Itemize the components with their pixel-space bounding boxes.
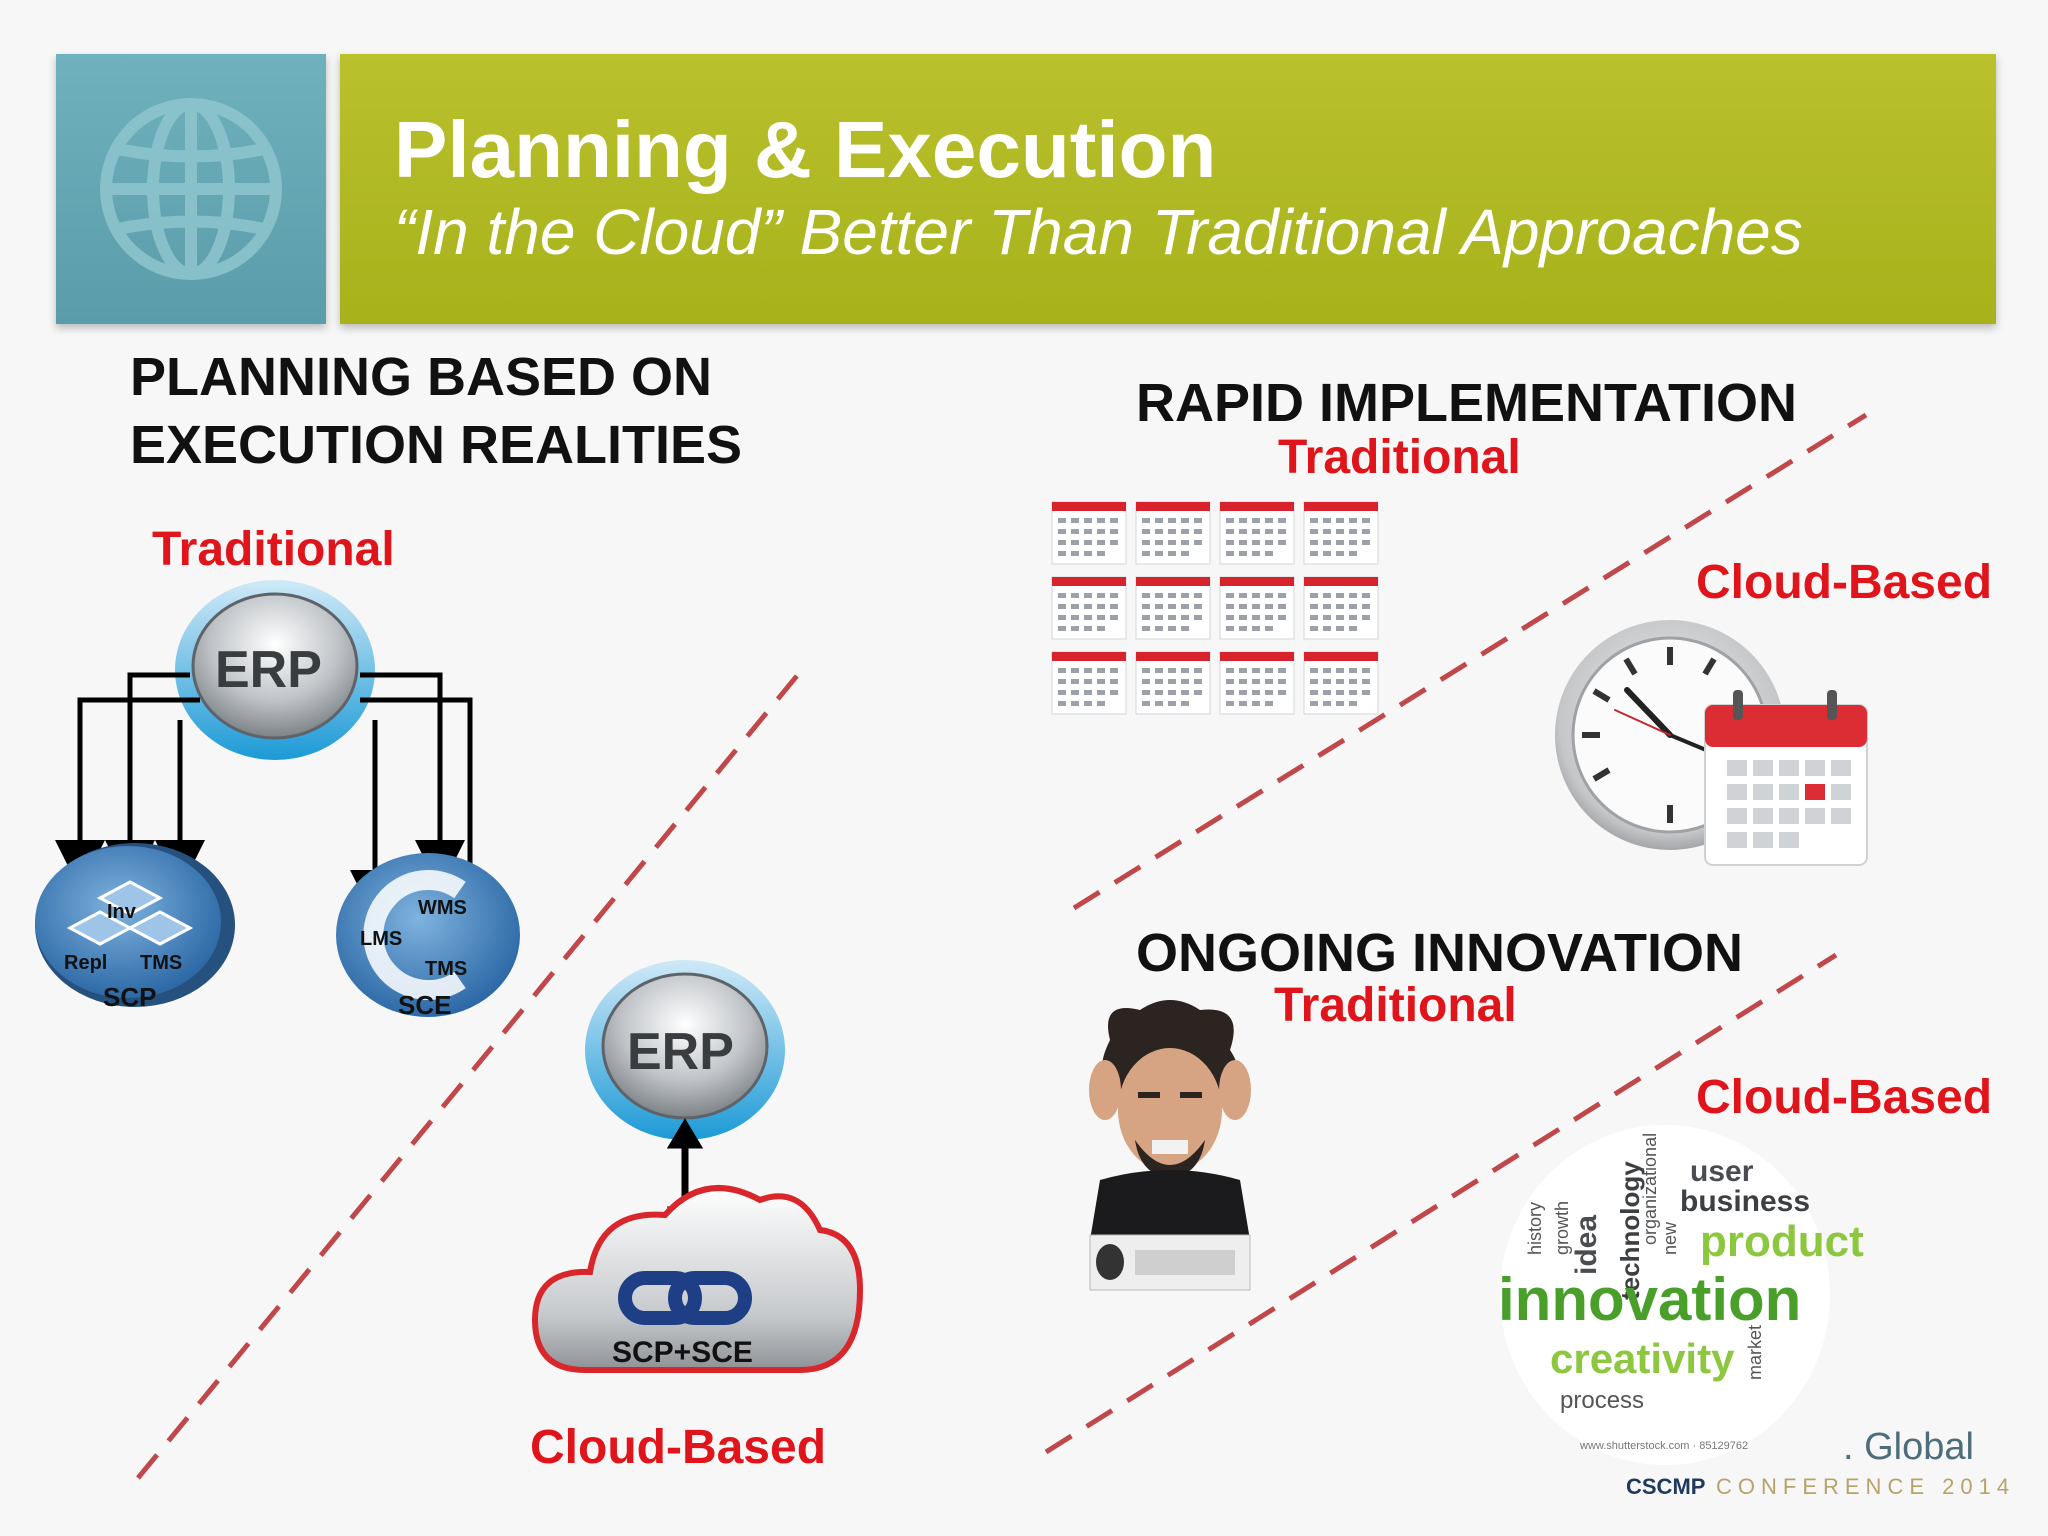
rapid-divider xyxy=(1072,412,1868,911)
erp-sphere-icon xyxy=(175,580,375,760)
scp-item-inv: Inv xyxy=(107,901,136,923)
calendar-grid-icon xyxy=(1051,501,1379,715)
scp-item-tms: TMS xyxy=(140,952,183,974)
globe-icon xyxy=(100,98,282,280)
word-growth: history xyxy=(1525,1201,1545,1255)
cloud-erp-label: ERP xyxy=(627,1023,734,1081)
page-subtitle: “In the Cloud” Better Than Traditional A… xyxy=(394,196,1803,268)
rapid-heading: RAPID IMPLEMENTATION xyxy=(1136,373,1797,433)
footer-brand-event: CONFERENCE 2014 xyxy=(1716,1474,2016,1499)
clock-calendar-icon xyxy=(1555,620,1868,866)
innovation-divider xyxy=(1044,952,1838,1455)
traditional-erp-diagram xyxy=(35,580,520,1017)
cloud-erp-diagram xyxy=(531,960,864,1373)
word-organizational: new xyxy=(1660,1221,1680,1255)
innovation-heading: ONGOING INNOVATION xyxy=(1136,923,1743,983)
frustrated-person-icon xyxy=(1089,1000,1251,1291)
word-history: organizational xyxy=(1640,1132,1660,1245)
globe-logo-box xyxy=(56,54,326,324)
planning-cloud-based-label: Cloud-Based xyxy=(530,1421,827,1474)
title-band xyxy=(340,54,1996,324)
footer-brand-org: CSCMP xyxy=(1626,1474,1706,1499)
word-new: market xyxy=(1745,1324,1765,1380)
chain-link-icon xyxy=(618,1271,752,1325)
erp-label: ERP xyxy=(215,641,322,699)
cloud-box-label: SCP+SCE xyxy=(612,1336,753,1369)
word-cloud-credit: www.shutterstock.com · 85129762 xyxy=(1580,1440,1749,1452)
word-market: business xyxy=(1680,1185,1811,1218)
sce-item-tms: TMS xyxy=(425,958,468,980)
scp-module-icon xyxy=(35,843,235,1007)
sce-label: SCE xyxy=(398,990,452,1020)
word-process: growth xyxy=(1552,1200,1572,1255)
scp-item-repl: Repl xyxy=(64,952,108,974)
planning-heading-line2: EXECUTION REALITIES xyxy=(130,415,743,475)
planning-divider xyxy=(136,664,807,1480)
cloud-erp-sphere-icon xyxy=(585,960,785,1140)
footer-brand-global: . Global xyxy=(1843,1426,1974,1468)
word-user: user xyxy=(1690,1155,1754,1188)
sce-module-icon xyxy=(336,853,520,1017)
sce-item-wms: WMS xyxy=(418,897,467,919)
word-idea: product xyxy=(1700,1217,1864,1266)
word-business: process xyxy=(1560,1387,1645,1414)
innovation-traditional-label: Traditional xyxy=(1274,979,1517,1032)
innovation-word-cloud: idea user business technology product in… xyxy=(1498,1125,1864,1465)
sce-item-lms: LMS xyxy=(360,928,403,950)
scp-label: SCP xyxy=(103,982,157,1012)
page-title: Planning & Execution xyxy=(394,105,1217,194)
word-innovation: innovation xyxy=(1498,1266,1802,1333)
calendar-page-icon xyxy=(1704,690,1868,866)
rapid-traditional-label: Traditional xyxy=(1278,431,1521,484)
planning-traditional-label: Traditional xyxy=(152,523,395,576)
rapid-cloud-based-label: Cloud-Based xyxy=(1696,556,1993,609)
planning-heading-line1: PLANNING BASED ON xyxy=(130,347,713,407)
word-creativity: creativity xyxy=(1550,1335,1735,1382)
innovation-cloud-based-label: Cloud-Based xyxy=(1696,1071,1993,1124)
